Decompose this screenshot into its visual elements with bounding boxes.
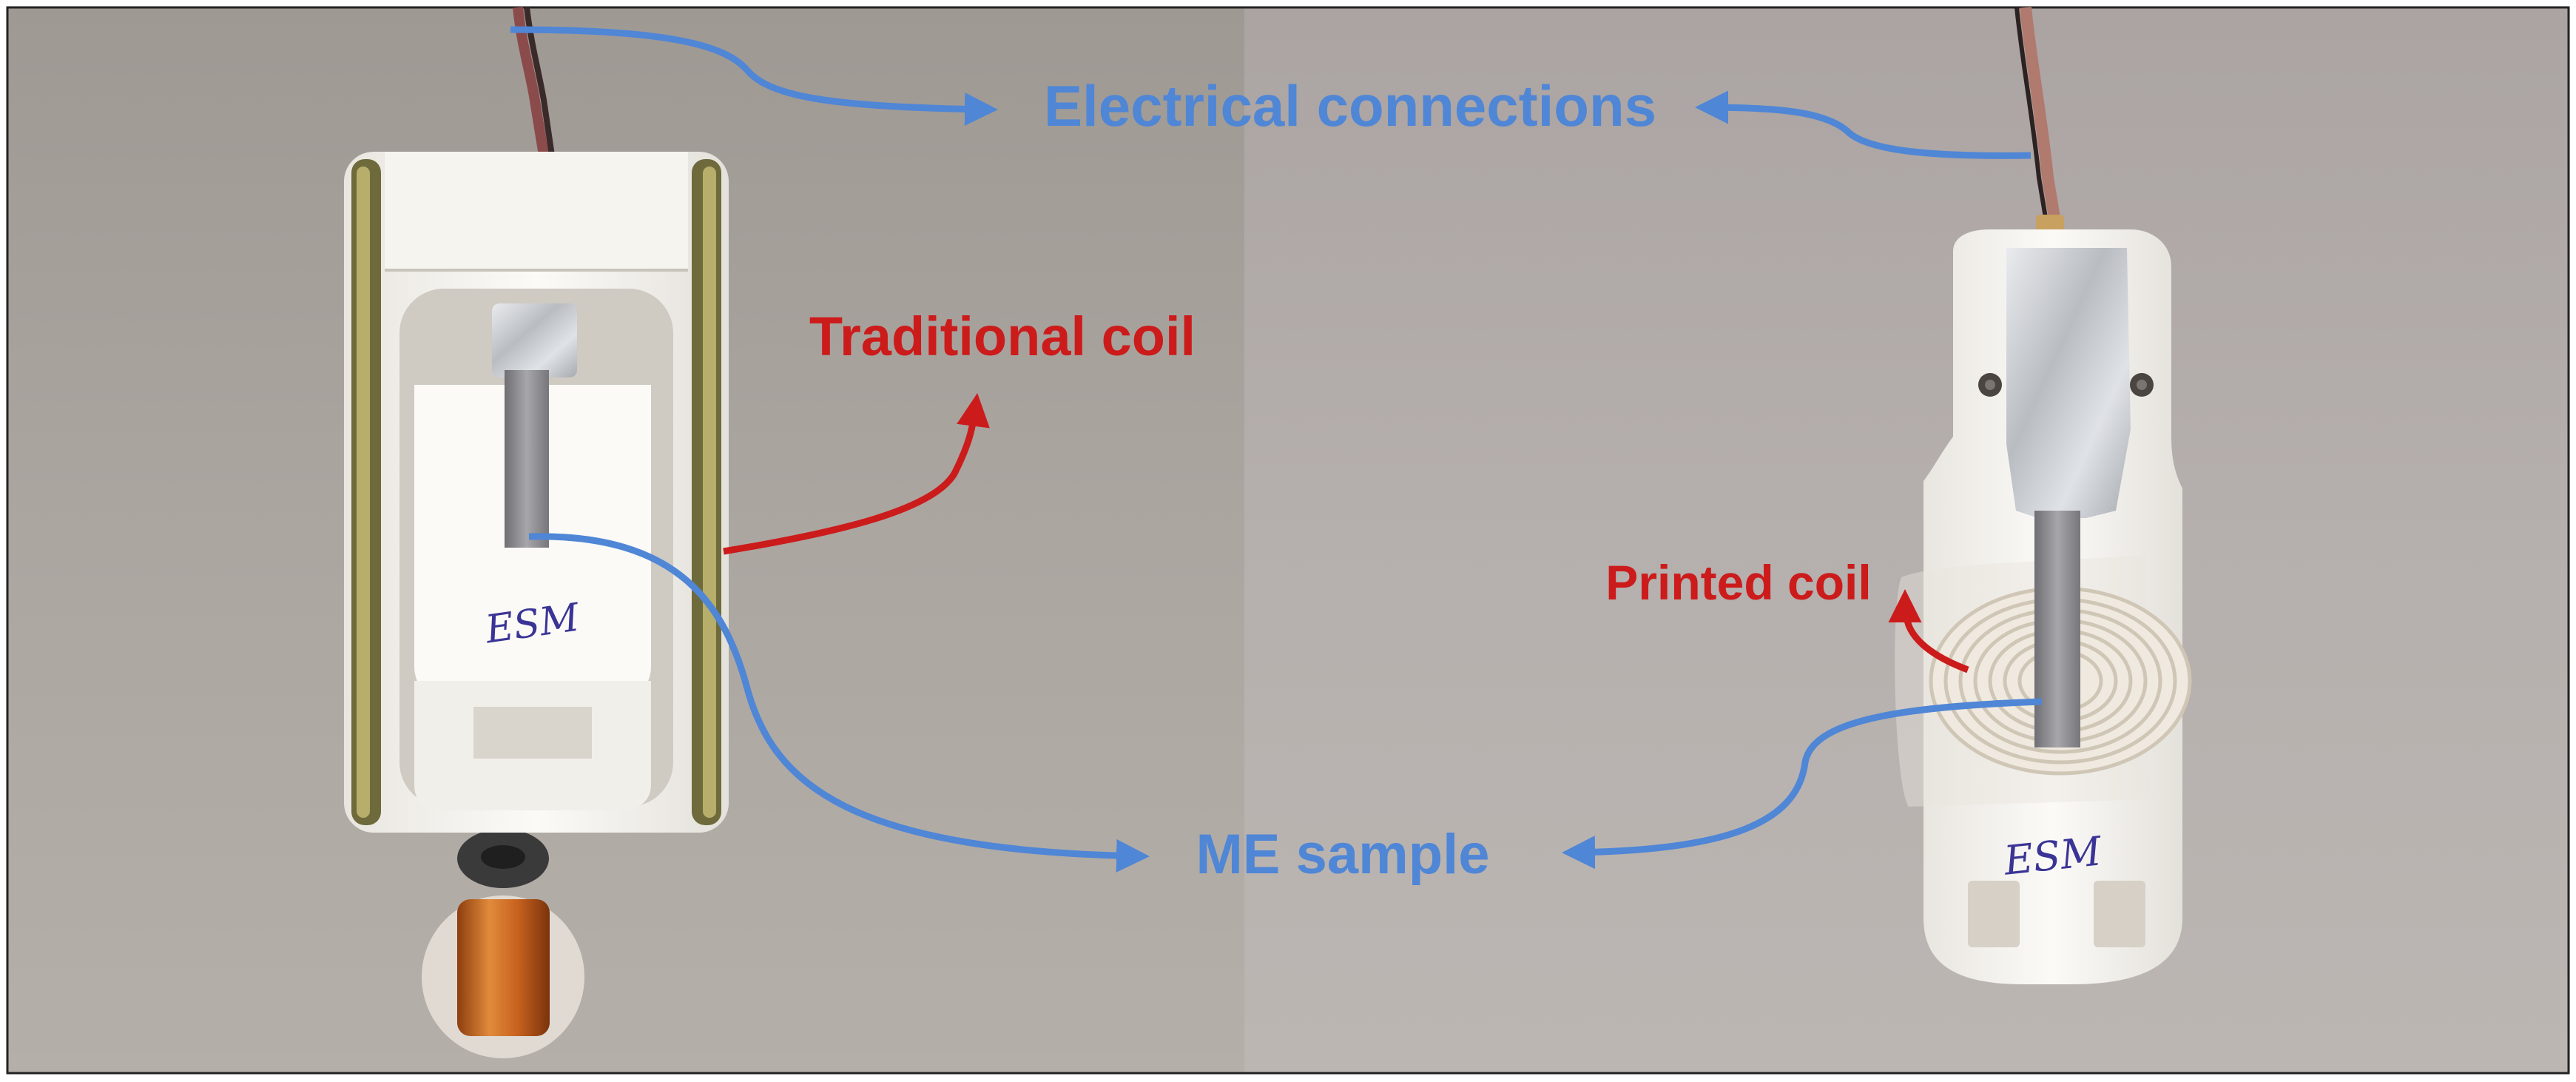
svg-text:ESM: ESM xyxy=(2001,827,2105,884)
printed-coil-device: ESM xyxy=(1895,7,2192,984)
copper-spool xyxy=(422,829,584,1058)
traditional-coil-device: ESM xyxy=(344,7,729,1058)
esm-marking-right: ESM xyxy=(2001,827,2105,884)
arrow-traditional-coil xyxy=(723,393,990,555)
arrow-me-sample-left xyxy=(528,533,1150,873)
cable-left xyxy=(513,7,549,157)
label-electrical-connections: Electrical connections xyxy=(1044,73,1656,138)
arrow-electrical-right xyxy=(1695,90,2032,159)
cable-right xyxy=(2020,7,2061,224)
figure-frame xyxy=(6,6,2570,1075)
label-me-sample: ME sample xyxy=(1196,823,1489,886)
right-photo-background xyxy=(1244,7,2569,1073)
me-sample-right xyxy=(2034,511,2080,747)
me-sample-left xyxy=(505,370,549,548)
arrow-electrical-left xyxy=(510,26,998,127)
label-traditional-coil: Traditional coil xyxy=(809,306,1196,367)
arrow-printed-coil xyxy=(1888,589,1969,673)
arrow-me-sample-right xyxy=(1562,698,2043,870)
label-printed-coil: Printed coil xyxy=(1605,555,1871,610)
